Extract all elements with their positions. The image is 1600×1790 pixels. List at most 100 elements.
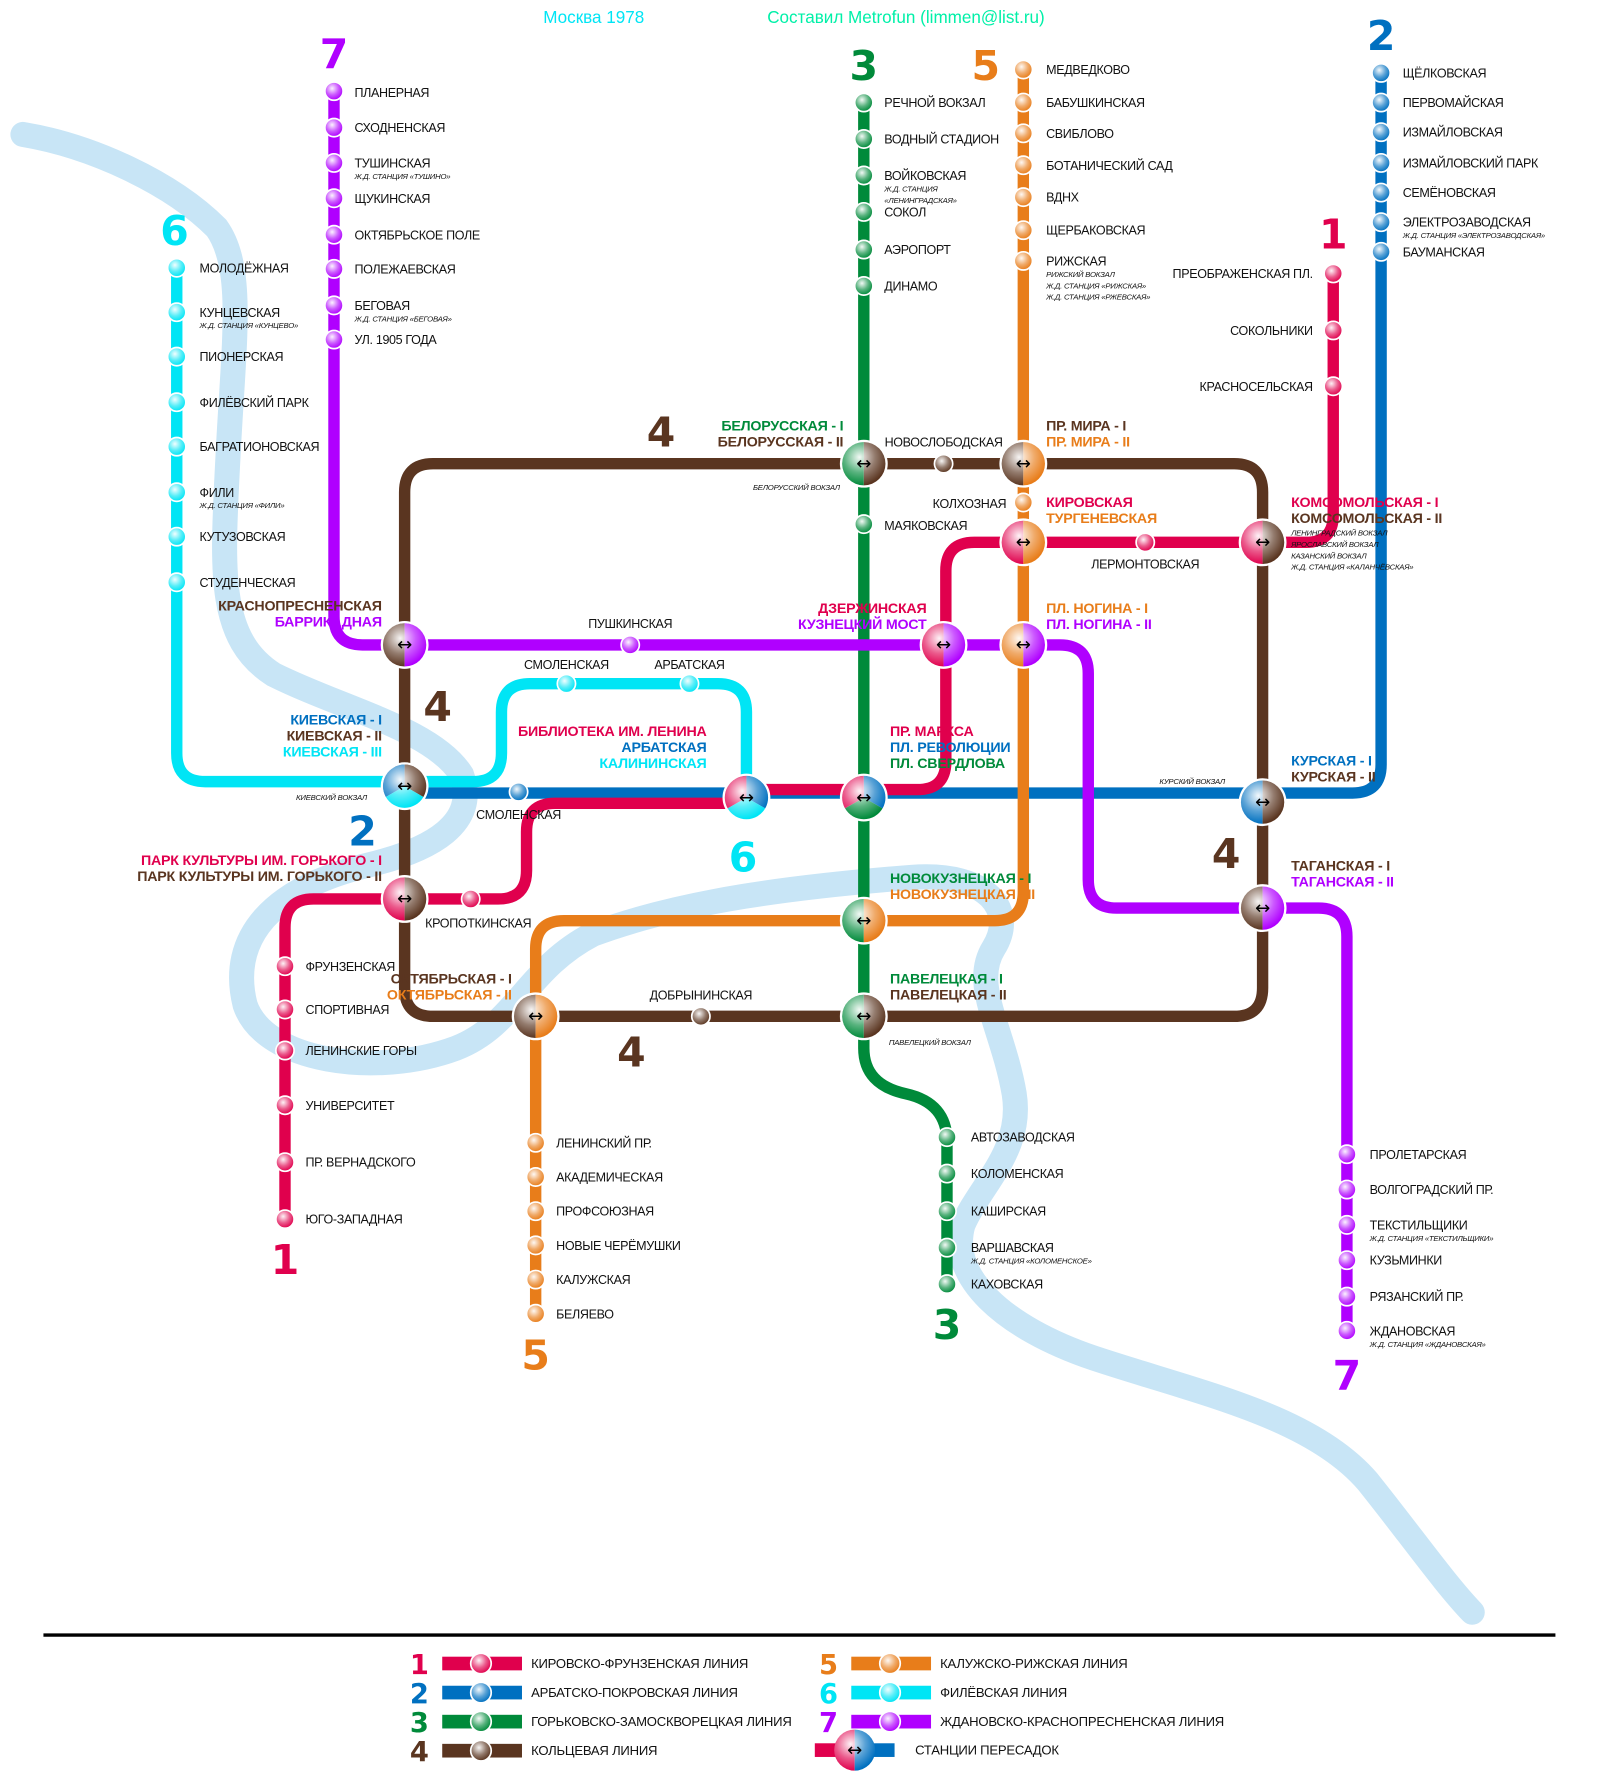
station-label: ВОЛГОГРАДСКИЙ ПР. xyxy=(1370,1182,1494,1197)
transfer-note: Ж.Д. СТАНЦИЯ «КАЛАНЧЁВСКАЯ» xyxy=(1290,563,1413,572)
station-dot-highlight xyxy=(854,276,873,296)
station: СОКОЛЬНИКИ xyxy=(1230,320,1344,341)
station: ПРОЛЕТАРСКАЯ xyxy=(1336,1144,1467,1165)
station-label: ДИНАМО xyxy=(884,280,938,294)
line-number-label: 5 xyxy=(521,1332,550,1380)
station: УЛ. 1905 ГОДА xyxy=(324,329,438,350)
station: ФИЛЁВСКИЙ ПАРК xyxy=(166,392,310,413)
station: РЯЗАНСКИЙ ПР. xyxy=(1336,1286,1464,1307)
station: ВОЛГОГРАДСКИЙ ПР. xyxy=(1336,1179,1494,1200)
station-label: СМОЛЕНСКАЯ xyxy=(476,808,561,822)
transfer-highlight xyxy=(382,623,427,667)
station-dot-highlight xyxy=(1371,213,1391,232)
station: ВОДНЫЙ СТАДИОН xyxy=(853,129,999,149)
station-dot-highlight xyxy=(167,437,186,456)
transfer-label: ДЗЕРЖИНСКАЯ xyxy=(818,601,926,617)
transfer-label: ТУРГЕНЕВСКАЯ xyxy=(1046,511,1157,527)
transfer-label: КРАСНОПРЕСНЕНСКАЯ xyxy=(218,599,382,615)
station: ФРУНЗЕНСКАЯ xyxy=(275,956,396,977)
station-dot-highlight xyxy=(1014,124,1033,143)
transfer-highlight xyxy=(514,994,558,1038)
transfer-station: ↔БИБЛИОТЕКА ИМ. ЛЕНИНААРБАТСКАЯКАЛИНИНСК… xyxy=(518,724,771,822)
station: ИЗМАЙЛОВСКИЙ ПАРК xyxy=(1371,152,1539,173)
station-dot-highlight xyxy=(324,330,344,349)
line-number-label: 7 xyxy=(320,30,349,78)
station-dot-highlight xyxy=(324,225,344,244)
station-dot-highlight xyxy=(680,674,699,693)
station-dot-highlight xyxy=(1371,123,1391,142)
transfer-highlight xyxy=(382,877,427,921)
station: СПОРТИВНАЯ xyxy=(275,999,390,1020)
station: АВТОЗАВОДСКАЯ xyxy=(937,1127,1075,1148)
line-2-track xyxy=(404,72,1387,799)
line-number-label: 2 xyxy=(348,807,377,855)
station-dot-highlight xyxy=(854,240,873,259)
legend-line-number: 6 xyxy=(819,1679,838,1710)
transfer-label: ТАГАНСКАЯ - I xyxy=(1291,859,1390,875)
transfer-highlight xyxy=(842,898,886,943)
transfer-highlight xyxy=(382,764,427,808)
transfer-label: ПЛ. НОГИНА - I xyxy=(1046,601,1148,617)
line-number-label: 2 xyxy=(1367,12,1396,60)
station-dot-highlight xyxy=(1014,188,1033,207)
station-label: КАХОВСКАЯ xyxy=(971,1278,1043,1292)
transfer-label: НОВОКУЗНЕЦКАЯ - II xyxy=(890,887,1035,903)
station: СЕМЁНОВСКАЯ xyxy=(1371,182,1496,203)
station-label: ЩЁЛКОВСКАЯ xyxy=(1403,66,1487,80)
transfer-label: ПАРК КУЛЬТУРЫ ИМ. ГОРЬКОГО - II xyxy=(137,869,382,885)
line-number-label: 1 xyxy=(1319,210,1348,258)
station-dot-highlight xyxy=(526,1304,545,1323)
transfer-highlight xyxy=(842,994,886,1038)
station: МЕДВЕДКОВО xyxy=(1013,59,1131,80)
line-7-track xyxy=(328,91,1353,1331)
station-dot-highlight xyxy=(275,1153,295,1172)
station-dot-highlight xyxy=(526,1133,545,1152)
legend-station-highlight xyxy=(470,1740,492,1761)
station: АЭРОПОРТ xyxy=(853,239,952,260)
station-label: НОВОСЛОБОДСКАЯ xyxy=(885,436,1003,450)
transfer-label: ОКТЯБРЬСКАЯ - II xyxy=(387,987,512,1003)
station-note: Ж.Д. СТАНЦИЯ «КУНЦЕВО» xyxy=(199,321,299,330)
station: ЩУКИНСКАЯ xyxy=(324,188,431,209)
station-label: МЕДВЕДКОВО xyxy=(1046,63,1130,77)
transfer-label: ПР. МАРКСА xyxy=(890,724,974,740)
station-note: Ж.Д. СТАНЦИЯ «ЭЛЕКТРОЗАВОДСКАЯ» xyxy=(1402,231,1545,240)
transfer-label: БИБЛИОТЕКА ИМ. ЛЕНИНА xyxy=(518,724,707,740)
station-label: БАУМАНСКАЯ xyxy=(1403,245,1485,259)
station: КУТУЗОВСКАЯ xyxy=(166,526,286,547)
station-label: СХОДНЕНСКАЯ xyxy=(354,121,445,135)
line-number-label: 1 xyxy=(271,1236,300,1284)
legend-line-name: АРБАТСКО-ПОКРОВСКАЯ ЛИНИЯ xyxy=(531,1685,738,1700)
station-note: Ж.Д. СТАНЦИЯ «ЖДАНОВСКАЯ» xyxy=(1369,1340,1486,1349)
transfer-label: ПР. МИРА - II xyxy=(1046,435,1130,451)
station-label: БОТАНИЧЕСКИЙ САД xyxy=(1046,158,1173,173)
station-dot-highlight xyxy=(275,957,295,976)
line-3-track xyxy=(858,102,953,1285)
station-label: ТЕКСТИЛЬЩИКИ xyxy=(1370,1218,1468,1232)
station-dot-highlight xyxy=(1337,1145,1357,1164)
station-dot-highlight xyxy=(324,259,344,279)
station-label: ИЗМАЙЛОВСКИЙ ПАРК xyxy=(1403,155,1539,170)
station-dot-highlight xyxy=(1136,533,1155,552)
line-number-label: 4 xyxy=(617,1028,646,1076)
station-dot-highlight xyxy=(167,483,186,502)
station-dot-highlight xyxy=(1014,221,1033,240)
station: БАБУШКИНСКАЯ xyxy=(1013,92,1145,113)
legend-transfer-swatch-left xyxy=(814,1743,838,1757)
station: АКАДЕМИЧЕСКАЯ xyxy=(525,1167,663,1187)
transfer-note: ЯРОСЛАВСКИЙ ВОКЗАЛ xyxy=(1290,540,1379,549)
station-dot-highlight xyxy=(854,515,873,534)
station: СХОДНЕНСКАЯ xyxy=(324,117,446,138)
station-dot-highlight xyxy=(1371,242,1391,261)
station-label: ОКТЯБРЬСКОЕ ПОЛЕ xyxy=(354,228,479,242)
station-label: БАБУШКИНСКАЯ xyxy=(1046,96,1145,110)
station: ИЗМАЙЛОВСКАЯ xyxy=(1371,122,1503,143)
